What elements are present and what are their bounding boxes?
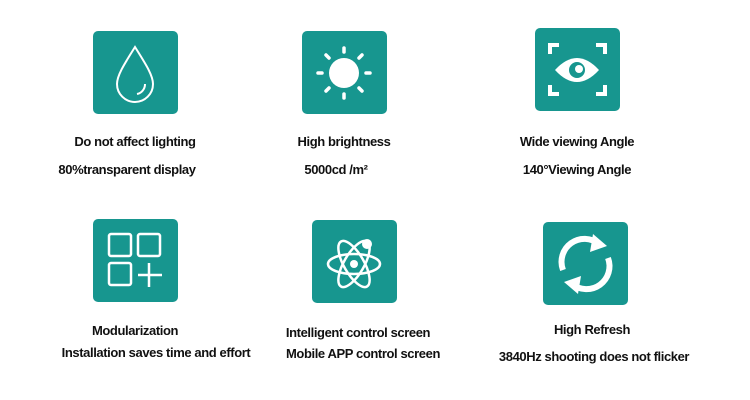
atom-icon: [312, 220, 397, 303]
feature-title: Do not affect lighting: [74, 134, 196, 149]
feature-title: Modularization: [91, 323, 179, 338]
feature-title: High brightness: [297, 134, 391, 149]
feature-subtitle: 80%transparent display: [58, 162, 196, 177]
feature-subtitle: 5000cd /m²: [304, 162, 368, 177]
sun-icon: [302, 31, 387, 114]
feature-title: Wide viewing Angle: [519, 134, 635, 149]
feature-subtitle: 140°Viewing Angle: [522, 162, 632, 177]
feature-title: High Refresh: [553, 322, 631, 337]
feature-subtitle: 3840Hz shooting does not flicker: [498, 349, 690, 364]
eye-focus-icon: [535, 28, 620, 111]
refresh-icon: [543, 222, 628, 305]
modules-icon: [93, 219, 178, 302]
feature-title: Intelligent control screen: [285, 325, 431, 340]
water-drop-icon: [93, 31, 178, 114]
feature-subtitle: Installation saves time and effort: [61, 345, 251, 360]
feature-subtitle: Mobile APP control screen: [286, 346, 440, 361]
